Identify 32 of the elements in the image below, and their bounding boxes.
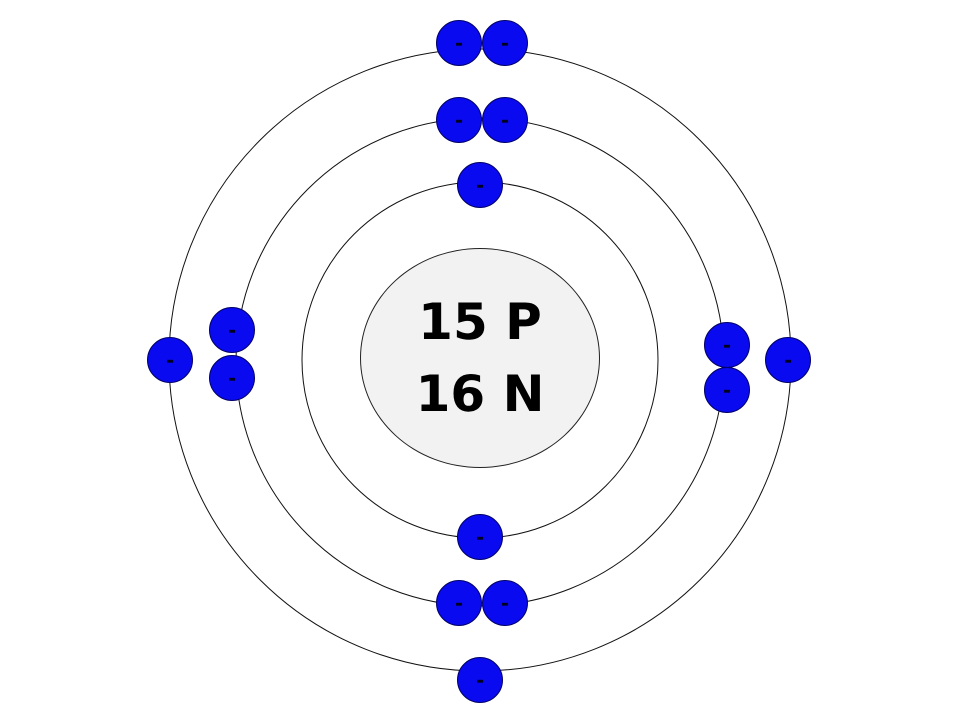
charge-sign: - [166,350,174,370]
charge-sign: - [500,593,510,613]
charge-sign: - [476,670,484,690]
charge-sign: - [228,320,236,340]
charge-sign: - [500,110,510,130]
electron [436,97,482,143]
electron [436,20,482,66]
charge-sign: - [722,335,732,355]
electron [147,337,193,383]
electron [482,20,528,66]
charge-sign: - [500,33,510,53]
charge-sign: - [454,33,464,53]
electron [209,307,255,353]
charge-sign: - [454,593,464,613]
electron [209,355,255,401]
particle-count: 16 N [416,364,544,425]
charge-sign: - [784,350,792,370]
charge-sign: - [454,110,464,130]
electron [704,322,750,368]
electron [457,657,503,703]
particle-count: 15 P [418,292,542,353]
electron [482,580,528,626]
charge-sign: - [722,380,732,400]
charge-sign: - [476,175,484,195]
charge-sign: - [228,368,236,388]
electron [765,337,811,383]
electron [436,580,482,626]
electron [457,514,503,560]
charge-sign: - [476,527,484,547]
electron [704,367,750,413]
electron [482,97,528,143]
electron [457,162,503,208]
